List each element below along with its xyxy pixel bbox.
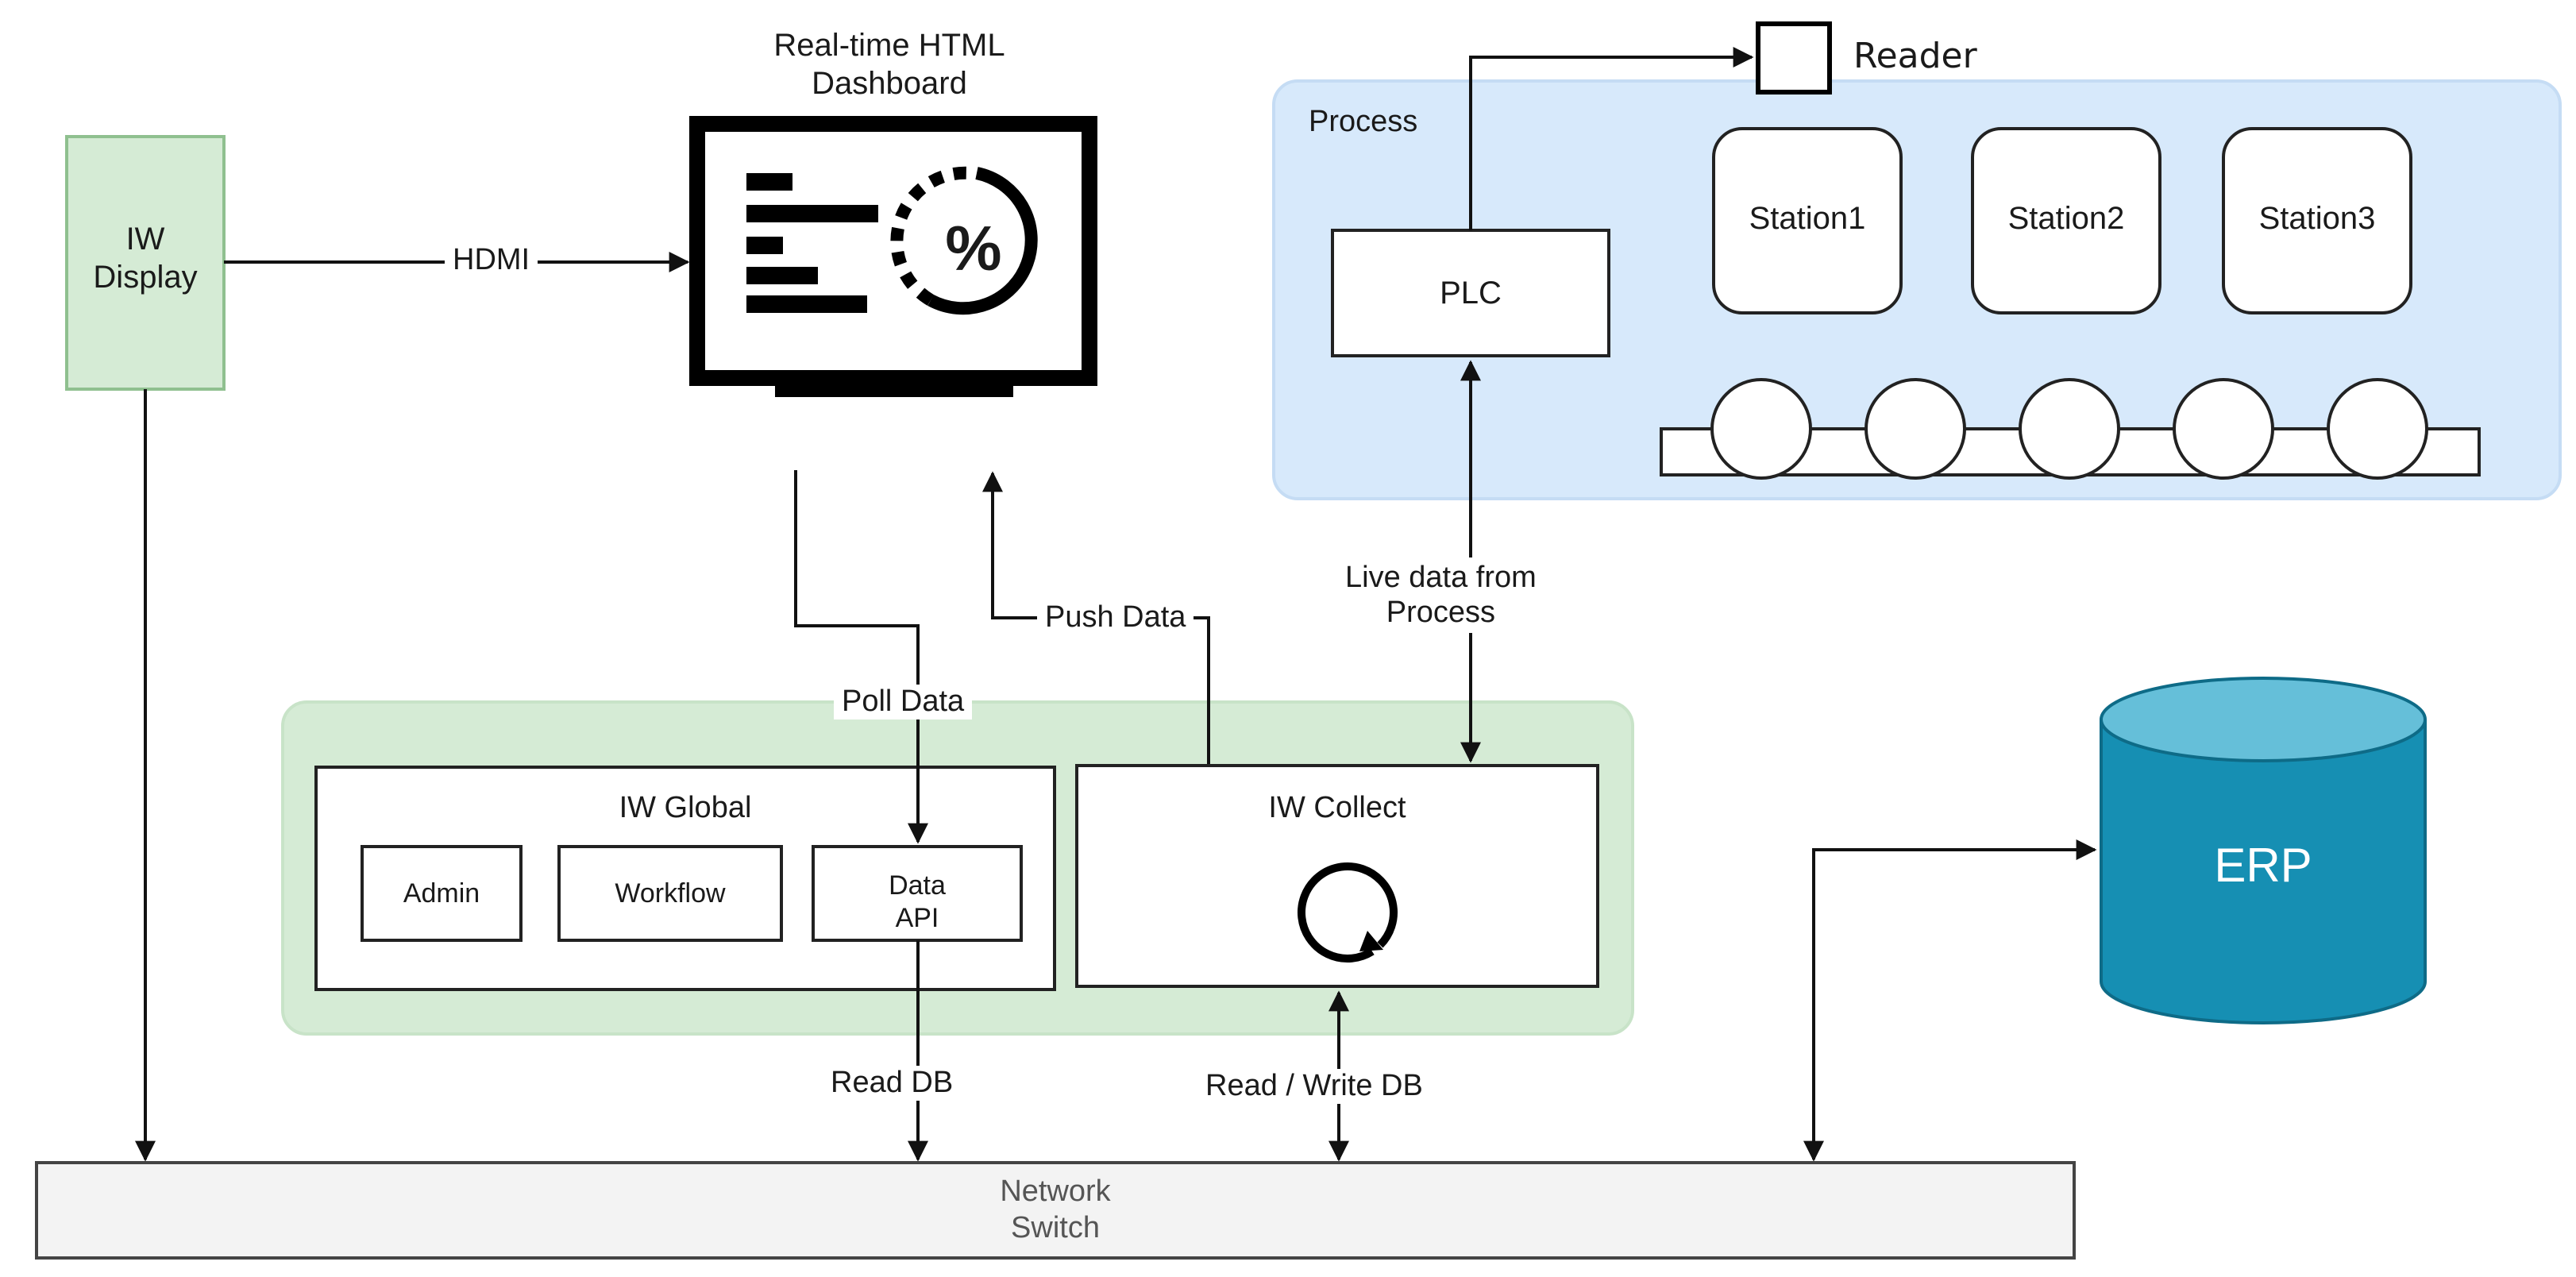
plc-box bbox=[1331, 229, 1610, 357]
bar-chart-icon bbox=[746, 173, 878, 313]
workflow-module-box bbox=[557, 845, 783, 942]
conveyor-roller bbox=[2019, 378, 2120, 480]
refresh-cycle-icon bbox=[1298, 862, 1398, 963]
conveyor bbox=[1660, 378, 2481, 480]
station-2-box bbox=[1971, 127, 2161, 314]
percent-symbol: % bbox=[945, 213, 1002, 284]
station-2-label: Station2 bbox=[2007, 201, 2125, 236]
data-api-module-label: Data API bbox=[889, 870, 946, 933]
station-3-box bbox=[2222, 127, 2412, 314]
admin-module-label: Admin bbox=[403, 878, 480, 909]
reader-label: Reader bbox=[1853, 36, 1977, 76]
erp-to-switch-connector bbox=[1803, 839, 2097, 1162]
conveyor-roller bbox=[1865, 378, 1966, 480]
poll-data-label: Poll Data bbox=[834, 685, 973, 720]
push-data-label: Push Data bbox=[1037, 600, 1194, 635]
hdmi-label: HDMI bbox=[445, 243, 538, 278]
conveyor-roller bbox=[2173, 378, 2274, 480]
live-data-label: Live data from Process bbox=[1337, 557, 1544, 634]
iw-collect-box bbox=[1075, 764, 1599, 988]
station-3-label: Station3 bbox=[2258, 201, 2376, 236]
conveyor-roller bbox=[2327, 378, 2428, 480]
process-title: Process bbox=[1309, 105, 1418, 138]
iw-display-label: IW Display bbox=[93, 222, 198, 295]
data-api-module-box bbox=[812, 845, 1023, 942]
reader-box bbox=[1756, 21, 1832, 95]
network-switch-box bbox=[35, 1161, 2076, 1260]
read-write-db-label: Read / Write DB bbox=[1197, 1069, 1431, 1104]
iw-global-title: IW Global bbox=[619, 791, 752, 825]
erp-database bbox=[2100, 677, 2427, 1024]
poll-data-connector bbox=[794, 470, 928, 844]
station-1-box bbox=[1712, 127, 1903, 314]
read-db-label: Read DB bbox=[823, 1066, 962, 1101]
station-1-label: Station1 bbox=[1749, 201, 1866, 236]
dashboard-title: Real-time HTML Dashboard bbox=[773, 28, 1005, 101]
plc-label: PLC bbox=[1440, 276, 1502, 311]
plc-to-reader-connector bbox=[1469, 47, 1754, 230]
network-switch-label: Network Switch bbox=[1000, 1175, 1111, 1244]
workflow-module-label: Workflow bbox=[615, 878, 726, 909]
percent-gauge-icon bbox=[890, 166, 1038, 315]
conveyor-roller bbox=[1710, 378, 1812, 480]
admin-module-box bbox=[361, 845, 523, 942]
iw-collect-title: IW Collect bbox=[1268, 791, 1406, 825]
erp-label: ERP bbox=[2214, 839, 2312, 892]
dashboard-monitor bbox=[689, 116, 1097, 397]
